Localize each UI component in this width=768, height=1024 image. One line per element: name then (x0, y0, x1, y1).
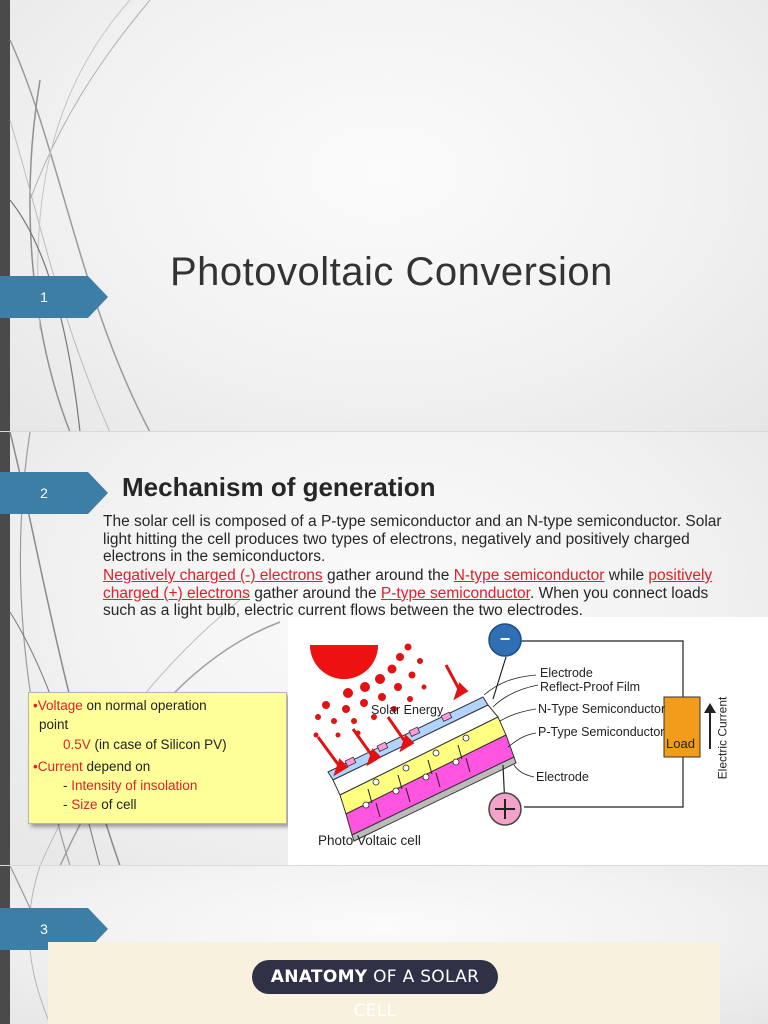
voltage-label: Voltage (37, 698, 83, 713)
slide-title: Photovoltaic Conversion (170, 250, 613, 294)
slide-number-tab (0, 472, 108, 514)
size-label: Size (71, 797, 98, 812)
info-box: •Voltage on normal operation point 0.5V … (28, 692, 287, 824)
electric-current-label: Electric Current (715, 696, 730, 780)
electrode-top-label: Electrode (540, 666, 593, 680)
ntype-label: N-Type Semiconductor (538, 702, 666, 716)
slide-edge (0, 432, 10, 866)
ntype-link: N-type semiconductor (453, 567, 605, 584)
decorative-swoosh (9, 0, 151, 432)
slide-number-tab (0, 276, 108, 318)
electrode-bottom-label: Electrode (536, 770, 589, 784)
reflect-film-label: Reflect-Proof Film (540, 680, 641, 694)
slide-number: 1 (40, 289, 48, 305)
infographic-title: ANATOMY OF A SOLAR CELL (252, 960, 498, 1021)
diagram-caption: Photo Voltaic cell (318, 833, 421, 848)
slide-3[interactable]: 3 ANATOMY OF A SOLAR CELL (0, 866, 768, 1024)
slide-number: 3 (40, 921, 48, 937)
minus-icon: − (499, 629, 511, 649)
solar-energy-label: Solar Energy (371, 703, 444, 717)
voltage-value: 0.5V (63, 737, 91, 752)
positive-electrons-link: positively charged (+) electrons (103, 567, 713, 602)
ptype-label: P-Type Semiconductor (538, 725, 664, 739)
ptype-link: P-type semiconductor (380, 584, 530, 602)
slide-edge (0, 0, 10, 432)
slide-1[interactable]: 1 Photovoltaic Conversion (0, 0, 768, 432)
slide-number-tab (0, 908, 108, 950)
slide-title: Mechanism of generation (122, 472, 436, 502)
slide-2[interactable]: 2 Mechanism of generation The solar cell… (0, 432, 768, 866)
paragraph-intro: The solar cell is composed of a P-type s… (103, 513, 722, 565)
pv-cell-illustration (310, 623, 716, 842)
paragraph-mechanism: Negatively charged (-) electrons gather … (103, 567, 713, 619)
pv-cell-diagram: Electrode Reflect-Proof Film N-Type Semi… (288, 617, 768, 866)
slide-number: 2 (40, 485, 48, 501)
load-label: Load (666, 736, 695, 751)
intensity-label: Intensity of insolation (71, 778, 198, 793)
current-label: Current (37, 759, 83, 774)
negative-electrons-link: Negatively charged (-) electrons (103, 567, 323, 584)
